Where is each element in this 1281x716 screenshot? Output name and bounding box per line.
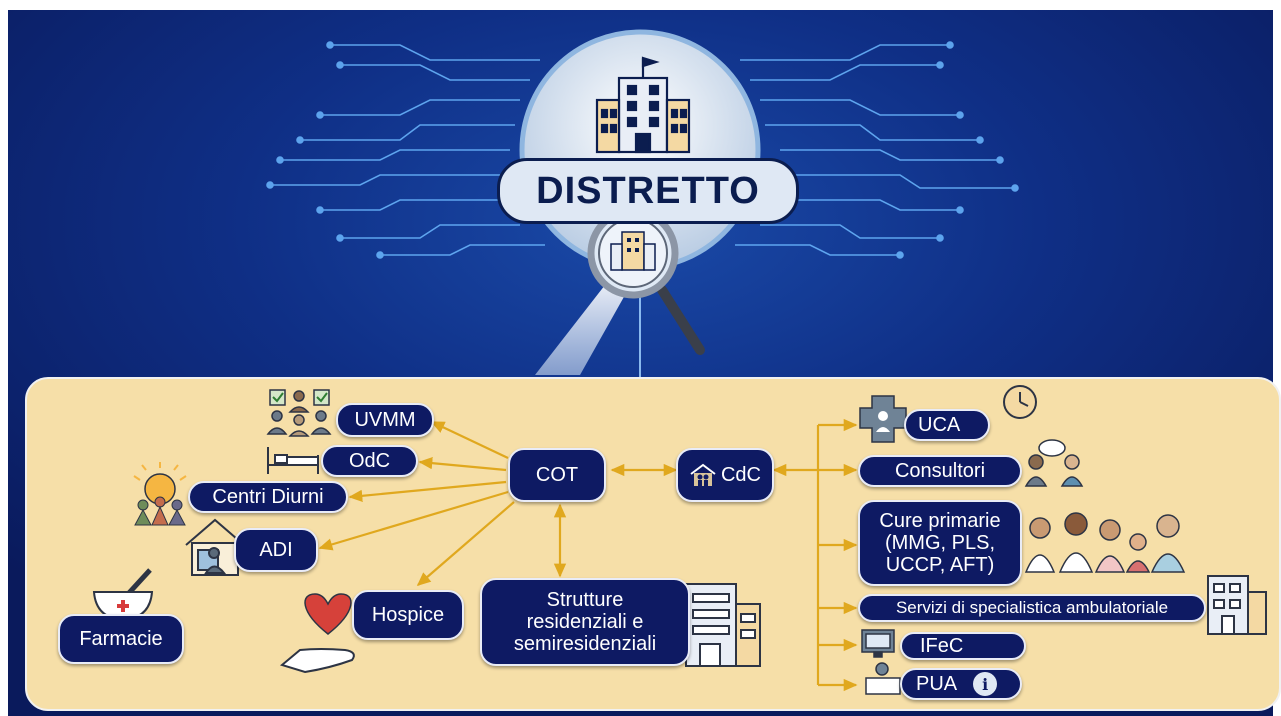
light-beam xyxy=(535,285,625,375)
node-farmacie[interactable]: Farmacie xyxy=(58,614,184,664)
clinic-building-icon xyxy=(1207,575,1267,635)
circuit-lines xyxy=(266,41,1019,380)
conversation-icon xyxy=(1024,439,1084,487)
cure-line-1: Cure primarie xyxy=(879,510,1001,532)
cure-line-3: UCCP, AFT) xyxy=(885,554,995,576)
cure-line-2: (MMG, PLS, xyxy=(884,532,995,554)
node-cdc[interactable]: CdC xyxy=(676,448,774,502)
heart-hand-icon xyxy=(279,593,355,674)
node-uca[interactable]: UCA xyxy=(904,409,990,441)
node-hospice[interactable]: Hospice xyxy=(352,590,464,640)
doctors-group-icon xyxy=(1024,512,1186,573)
district-title: DISTRETTO xyxy=(497,158,799,224)
node-centri-diurni[interactable]: Centri Diurni xyxy=(188,481,348,513)
strutture-line-1: Strutture xyxy=(546,589,624,611)
node-uvmm[interactable]: UVMM xyxy=(336,403,434,437)
monitor-icon xyxy=(861,629,895,658)
house-people-icon xyxy=(690,463,716,486)
node-cdc-label: CdC xyxy=(720,463,761,486)
node-adi[interactable]: ADI xyxy=(234,528,318,572)
arrows xyxy=(318,418,858,692)
node-cot[interactable]: COT xyxy=(508,448,606,502)
node-odc[interactable]: OdC xyxy=(321,445,418,477)
strutture-line-2: residenziali e xyxy=(526,611,644,633)
clock-icon xyxy=(1003,385,1037,419)
home-care-icon xyxy=(185,518,245,576)
node-pua[interactable]: PUA i xyxy=(900,668,1022,700)
info-icon: i xyxy=(973,672,998,696)
node-servizi-specialistica[interactable]: Servizi di specialistica ambulatoriale xyxy=(858,594,1206,622)
node-pua-label: PUA xyxy=(916,672,958,695)
node-cure-primarie[interactable]: Cure primarie (MMG, PLS, UCCP, AFT) xyxy=(858,500,1022,586)
strutture-line-3: semiresidenziali xyxy=(513,633,657,655)
sun-people-icon xyxy=(133,462,187,526)
node-consultori[interactable]: Consultori xyxy=(858,455,1022,487)
medical-cross-icon xyxy=(859,395,907,443)
node-ifec[interactable]: IFeC xyxy=(900,632,1026,660)
hospital-icon xyxy=(595,56,691,154)
hospital-bed-icon xyxy=(267,447,319,474)
building-icon xyxy=(685,583,761,667)
node-strutture[interactable]: Strutture residenziali e semiresidenzial… xyxy=(480,578,690,666)
team-vote-icon xyxy=(266,389,332,437)
